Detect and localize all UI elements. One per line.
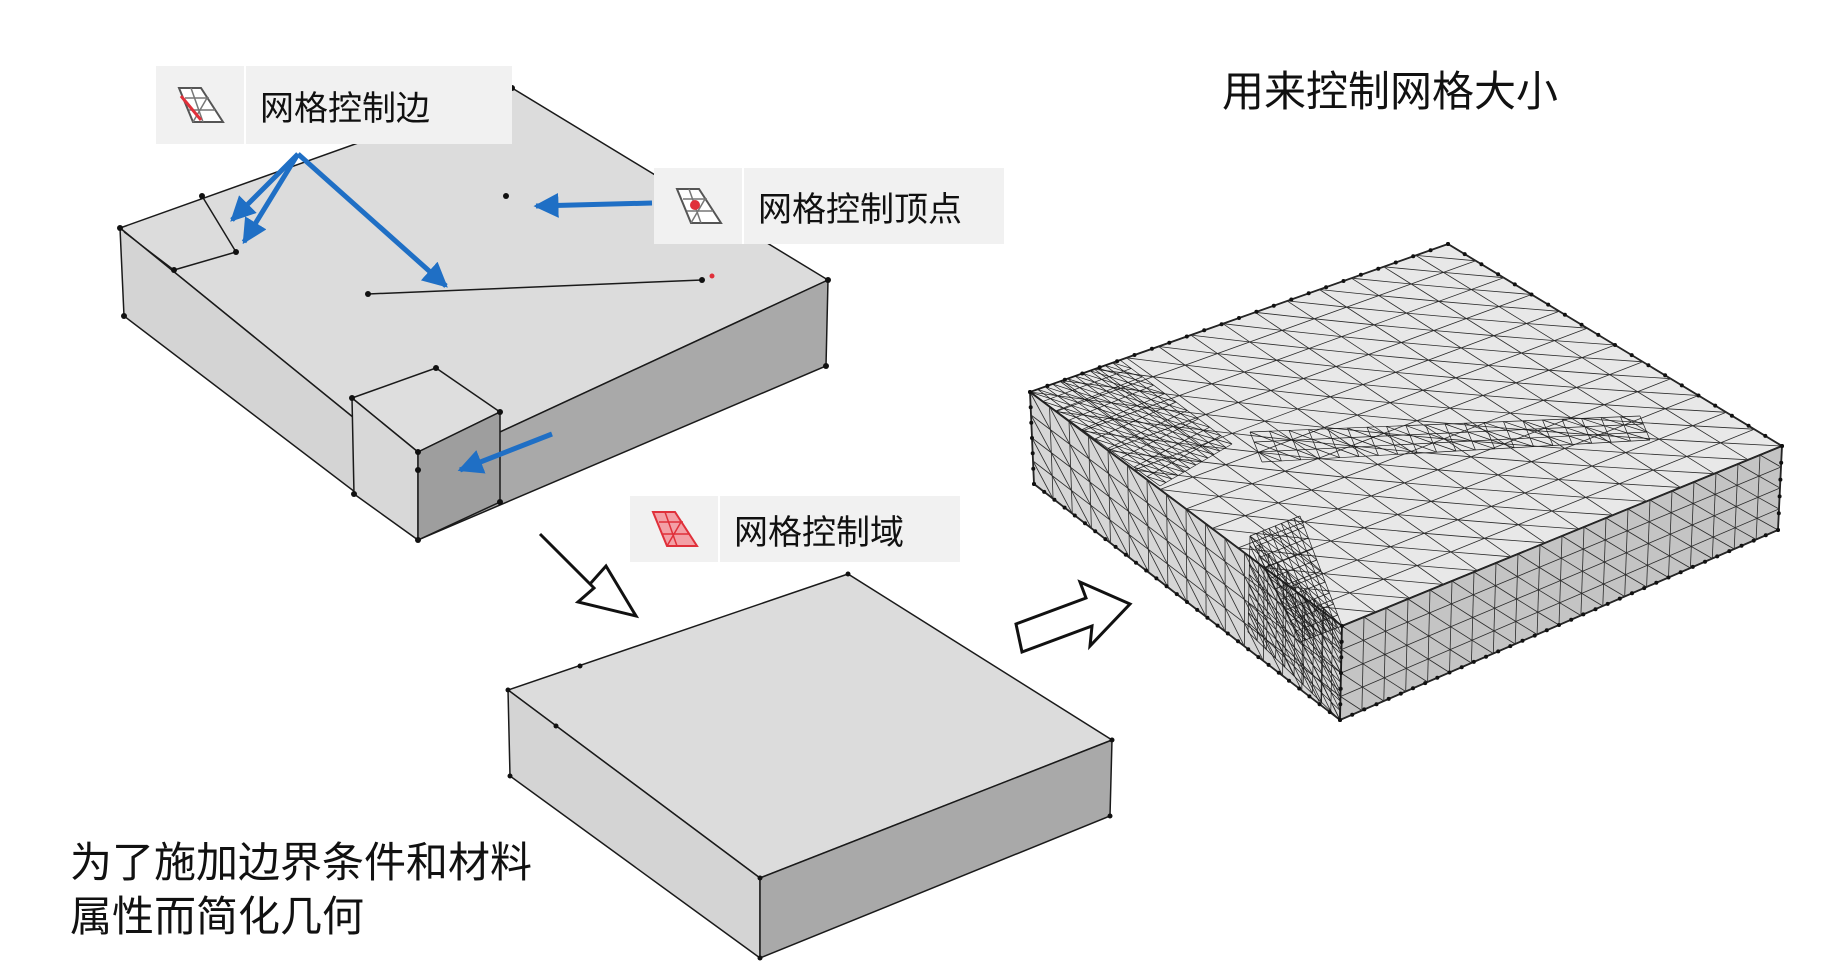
callout-label-vertex: 网格控制顶点 [758,189,962,230]
simplified-geometry-block [505,571,1115,961]
highlighted-vertex [709,273,715,279]
mesh-boundary-nodes [1028,242,1784,722]
arrow-to-interior-edge [296,152,448,288]
callout-label-domain: 网格控制域 [734,512,904,553]
simplify-note: 为了施加边界条件和材料 属性而简化几何 [70,836,532,944]
mesh-control-domain-icon [630,496,720,562]
simplify-note-line-2: 属性而简化几何 [70,892,365,941]
original-geometry-block [117,85,831,543]
mesh-size-heading: 用来控制网格大小 [1222,67,1559,116]
callout-mesh-control-domain[interactable]: 网格控制域 [630,496,960,562]
process-arrow-right [1014,579,1133,655]
callout-mesh-control-vertex[interactable]: 网格控制顶点 [654,168,1004,244]
mesh-control-vertex-icon [654,168,744,244]
process-arrow-down-right [538,532,640,619]
simplify-note-line-1: 为了施加边界条件和材料 [70,838,533,887]
mesh-wireframe [1029,243,1783,721]
callout-label-edge: 网格控制边 [260,88,430,129]
arrow-to-domain [457,431,553,474]
mesh-control-edge-icon [156,66,246,144]
arrow-to-corner-edge-1 [230,152,300,222]
arrow-to-corner-edge-2 [241,152,301,245]
callout-mesh-control-edge[interactable]: 网格控制边 [156,66,512,144]
block1-corner-partition-line [123,231,175,271]
mesh-control-edge-line [367,279,703,295]
meshed-geometry-block [1028,242,1784,722]
annotation-arrows [230,152,653,474]
arrow-to-vertex [533,192,653,218]
